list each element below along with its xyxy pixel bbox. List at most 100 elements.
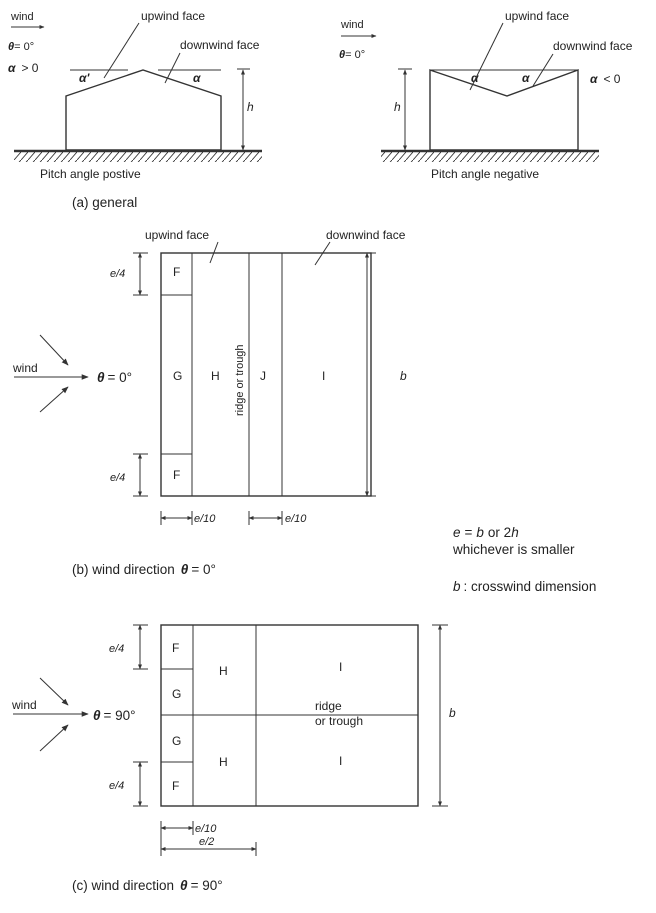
caption-b-prefix: (b) wind direction [72,562,175,577]
alpha-left-label: α [471,71,479,85]
alpha-symbol: α [8,61,16,75]
downwind-face-leader [532,53,554,87]
svg-text:θ= 90°: θ= 90° [93,708,136,723]
theta-value: = 0° [345,49,365,61]
building-pitched-roof [65,69,222,151]
zone-h: H [211,369,220,383]
wind-label: wind [11,698,37,712]
zone-f-bottom: F [172,779,179,793]
e4-top-label: e/4 [110,268,125,280]
downwind-face-label: downwind face [553,39,633,53]
theta-symbol: θ [339,49,345,61]
e4-bottom-label: e/4 [109,780,124,792]
ridge-label: ridge or trough [234,344,246,416]
zone-h-bottom: H [219,755,228,769]
roof-plan-outline [160,252,372,497]
ridge-label-line2: or trough [315,714,363,728]
svg-text:θ= 0°: θ= 0° [97,370,132,385]
caption-c-theta: θ [180,878,188,893]
alpha-mid-label: α [522,71,530,85]
alpha-condition: > 0 [21,61,38,75]
caption-c-prefix: (c) wind direction [72,878,174,893]
wind-label: wind [340,19,364,31]
svg-text:θ= 0°: θ= 0° [8,41,34,53]
legend-e-var: e [453,525,461,540]
legend-b-desc: : crosswind dimension [464,579,597,594]
general-right-panel: wind θ= 0° α α α< 0 upwind face downwind… [339,9,633,181]
alpha-left-label: α' [79,71,90,85]
e4-top-label: e/4 [109,643,124,655]
zone-g: G [173,369,182,383]
upwind-face-leader [103,22,140,79]
zone-g-bottom: G [172,734,181,748]
zone-f-bottom: F [173,468,180,482]
e2-label: e/2 [199,836,214,848]
caption-b-value: = 0° [191,562,216,577]
alpha-condition: < 0 [603,72,620,86]
theta-value: = 90° [104,708,136,723]
zone-i-bottom: I [339,754,342,768]
svg-text:e=bor 2h: e =b or 2h [453,525,519,540]
pitch-negative-caption: Pitch angle negative [431,167,539,181]
zone-f-top: F [173,265,180,279]
theta-value: = 0° [108,370,133,385]
svg-text:α> 0: α > 0 [8,61,39,75]
caption-b-theta: θ [181,562,189,577]
b-label: b [400,369,407,383]
legend-e-eq: = [465,525,473,540]
wind-arrow-upper [39,334,69,366]
caption-a: (a) general [72,195,137,210]
plan-90-panel: wind θ= 90° F G G F H H I I ridge or tro… [11,624,456,893]
svg-text:θ= 0°: θ= 0° [339,49,365,61]
svg-text:b: crosswind dimension: b: crosswind dimension [453,579,596,594]
downwind-face-label: downwind face [326,228,406,242]
legend-b-var: b [453,579,461,594]
upwind-face-leader [469,22,504,91]
e4-bottom-label: e/4 [110,472,125,484]
wind-arrow-upper [39,677,69,706]
building-trough-roof [429,68,579,151]
e10-left-label: e/10 [194,513,216,525]
wind-arrow-lower [39,386,69,413]
caption-c-value: = 90° [191,878,223,893]
b-label: b [449,706,456,720]
theta-symbol: θ [8,41,14,53]
zone-i: I [322,369,325,383]
legend-whichever: whichever is smaller [452,542,575,557]
e10-label: e/10 [195,823,217,835]
e10-right-label: e/10 [285,513,307,525]
ridge-label-line1: ridge [315,699,342,713]
zone-g-top: G [172,687,181,701]
theta-symbol: θ [93,708,101,723]
plan-0-panel: upwind face downwind face wind θ= 0° F G… [12,228,407,577]
theta-value: = 0° [14,41,34,53]
zone-h-top: H [219,664,228,678]
alpha-right-label: α [193,71,201,85]
wind-arrow-lower [39,724,69,752]
downwind-face-label: downwind face [180,38,260,52]
zone-f-top: F [172,641,179,655]
legend-e-or: or 2 [488,525,511,540]
svg-text:α< 0: α< 0 [590,72,621,86]
wind-label: wind [10,11,34,23]
wind-label: wind [12,361,38,375]
upwind-face-label: upwind face [505,9,569,23]
legend-e-h: h [511,525,519,540]
height-label: h [394,100,401,114]
zone-j: J [260,369,266,383]
upwind-face-label: upwind face [145,228,209,242]
upwind-face-label: upwind face [141,9,205,23]
general-left-panel: wind θ= 0° α > 0 α' α upwind face downwin… [8,9,262,181]
legend-e-b: b [476,525,484,540]
ground-hatch [14,152,262,162]
downwind-face-leader [164,52,181,84]
ground-hatch [381,152,599,162]
zone-i-top: I [339,660,342,674]
height-label: h [247,100,254,114]
pitch-positive-caption: Pitch angle postive [40,167,141,181]
theta-symbol: θ [97,370,105,385]
